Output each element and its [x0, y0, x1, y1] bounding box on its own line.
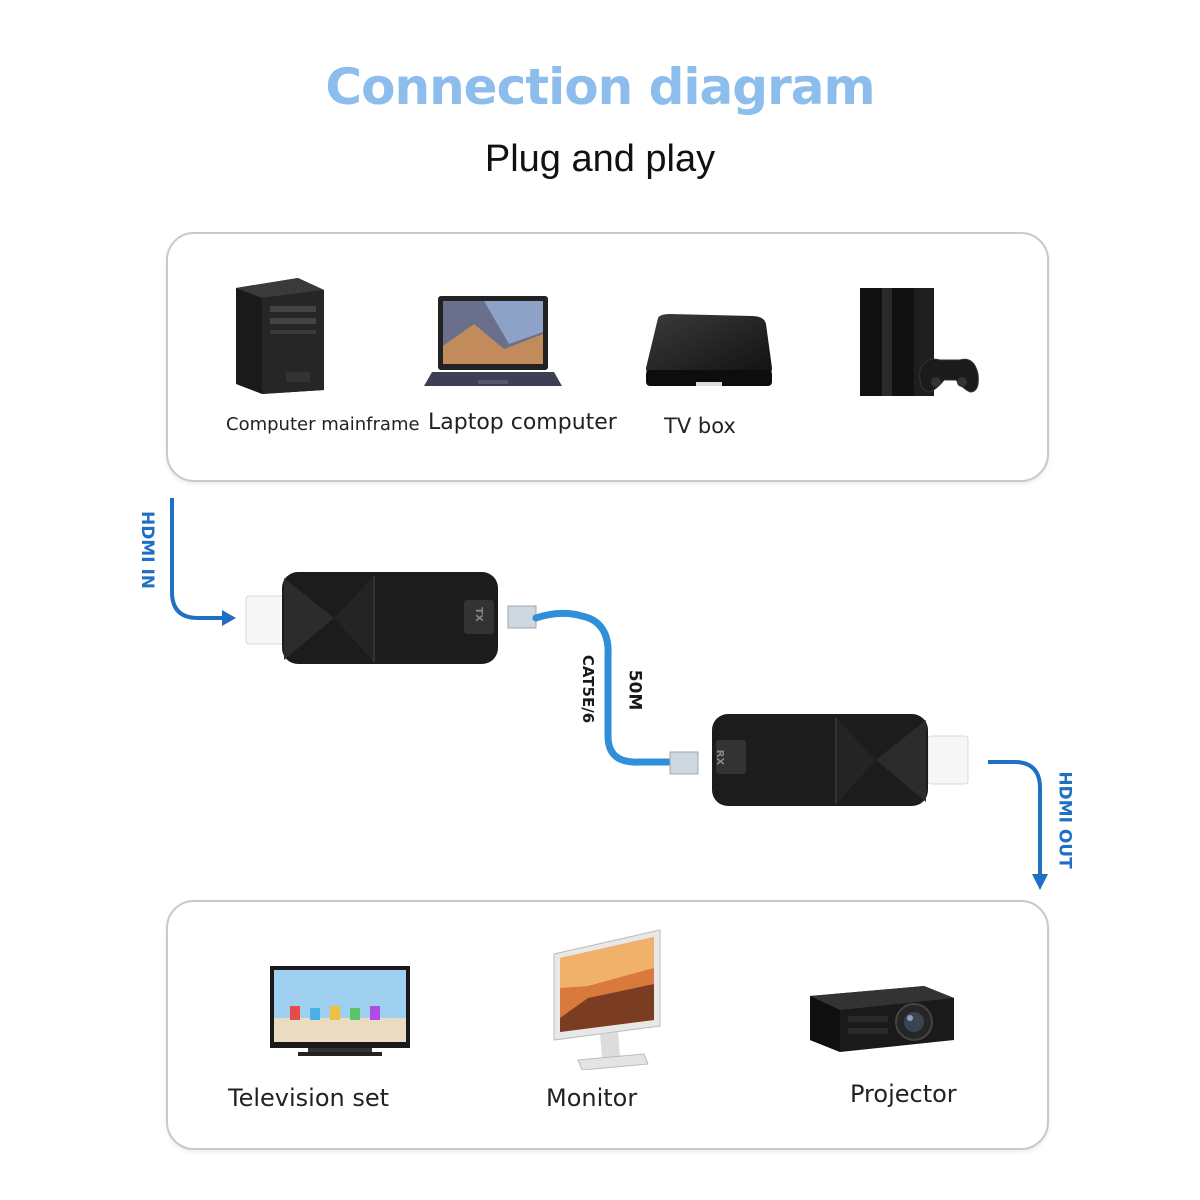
hdmi-in-label: HDMI IN [137, 510, 158, 590]
game-console-icon [860, 288, 979, 396]
laptop-icon [424, 296, 562, 386]
diagram-subtitle: Plug and play [484, 138, 716, 180]
projector-icon [810, 986, 954, 1052]
tv-box-icon [646, 314, 772, 386]
hdmi-out-arrow [988, 760, 1048, 890]
cable-type-label: CAT5E/6 [579, 654, 598, 724]
transmitter-mark: TX [472, 607, 484, 622]
display-label-monitor: Monitor [546, 1084, 638, 1112]
desktop-tower-icon [236, 278, 324, 394]
cable-length-label: 50M [624, 669, 645, 711]
display-label-projector: Projector [850, 1080, 957, 1108]
source-label-laptop-computer: Laptop computer [428, 410, 617, 435]
cat-cable [507, 605, 699, 775]
display-label-television-set: Television set [228, 1084, 390, 1112]
hdmi-in-arrow [170, 498, 236, 626]
receiver-unit [712, 714, 969, 806]
transmitter-unit [245, 572, 498, 664]
source-label-computer-mainframe: Computer mainframe [226, 414, 420, 435]
source-label-tv-box: TV box [664, 414, 736, 438]
hdmi-out-label: HDMI OUT [1054, 771, 1075, 869]
monitor-icon [553, 929, 661, 1070]
television-icon [270, 966, 410, 1056]
diagram-title: Connection diagram [325, 58, 875, 116]
receiver-mark: RX [714, 749, 726, 766]
